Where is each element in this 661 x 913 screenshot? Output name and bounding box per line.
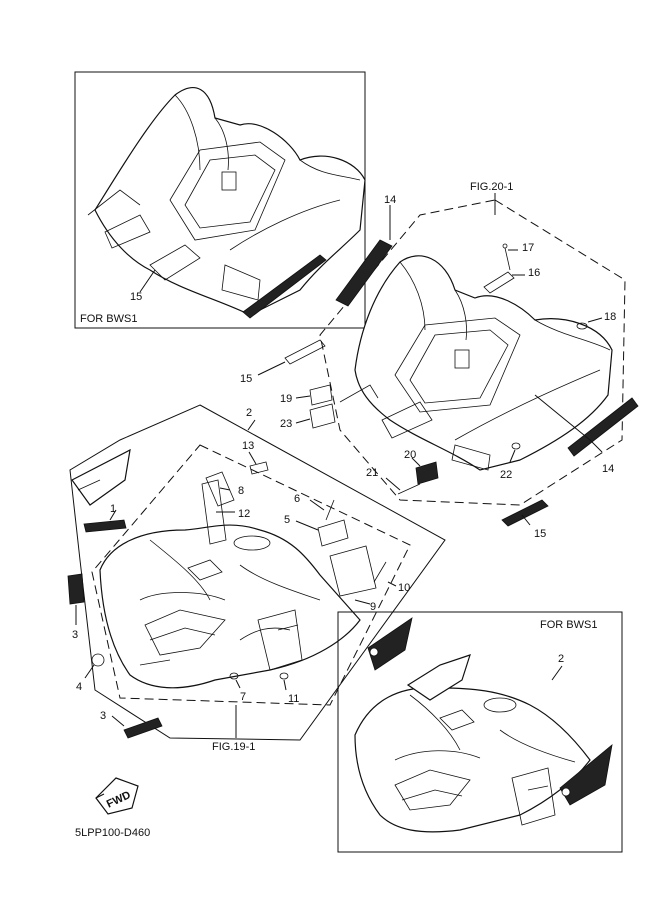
callout-11: 11 xyxy=(288,693,299,705)
callout-15-right: 15 xyxy=(534,528,546,540)
callout-19: 19 xyxy=(280,393,292,405)
callout-9: 9 xyxy=(370,601,376,613)
callout-4: 4 xyxy=(76,681,82,693)
fwd-arrow: FWD xyxy=(95,777,139,815)
callout-21: 21 xyxy=(366,467,378,479)
callout-2-inset: 2 xyxy=(558,653,564,665)
callout-8: 8 xyxy=(238,485,244,497)
callout-6: 6 xyxy=(294,493,300,505)
callout-2: 2 xyxy=(246,407,252,419)
callout-7: 7 xyxy=(240,691,246,703)
callout-22: 22 xyxy=(500,469,512,481)
fig20-label: FIG.20-1 xyxy=(470,181,513,193)
front-fender-group: 2 FIG.19-1 1 3 3 xyxy=(67,404,446,753)
callout-16: 16 xyxy=(528,267,540,279)
fig19-label: FIG.19-1 xyxy=(212,741,255,753)
callout-23: 23 xyxy=(280,418,292,430)
callout-15-left: 15 xyxy=(240,373,252,385)
callout-17: 17 xyxy=(522,242,534,254)
callout-3-lower: 3 xyxy=(100,710,106,722)
callout-13: 13 xyxy=(242,440,254,452)
callout-18: 18 xyxy=(604,311,616,323)
drawing-code: 5LPP100-D460 xyxy=(75,827,150,839)
callout-20: 20 xyxy=(404,449,416,461)
rear-fender-group: FIG.20-1 14 14 15 15 16 xyxy=(240,181,639,540)
callout-5: 5 xyxy=(284,514,290,526)
callout-14-lower: 14 xyxy=(602,463,614,475)
callout-14-upper: 14 xyxy=(384,194,396,206)
callout-3-upper: 3 xyxy=(72,629,78,641)
inset-top-left: 15 FOR BWS1 xyxy=(74,71,366,329)
callout-12: 12 xyxy=(238,508,250,520)
callout-1: 1 xyxy=(110,503,116,515)
inset-label-bottom: FOR BWS1 xyxy=(540,619,597,631)
inset-label-top: FOR BWS1 xyxy=(80,313,137,325)
callout-10: 10 xyxy=(398,582,410,594)
callout-15: 15 xyxy=(130,291,142,303)
inset-bottom-right: FOR BWS1 2 xyxy=(337,611,623,853)
